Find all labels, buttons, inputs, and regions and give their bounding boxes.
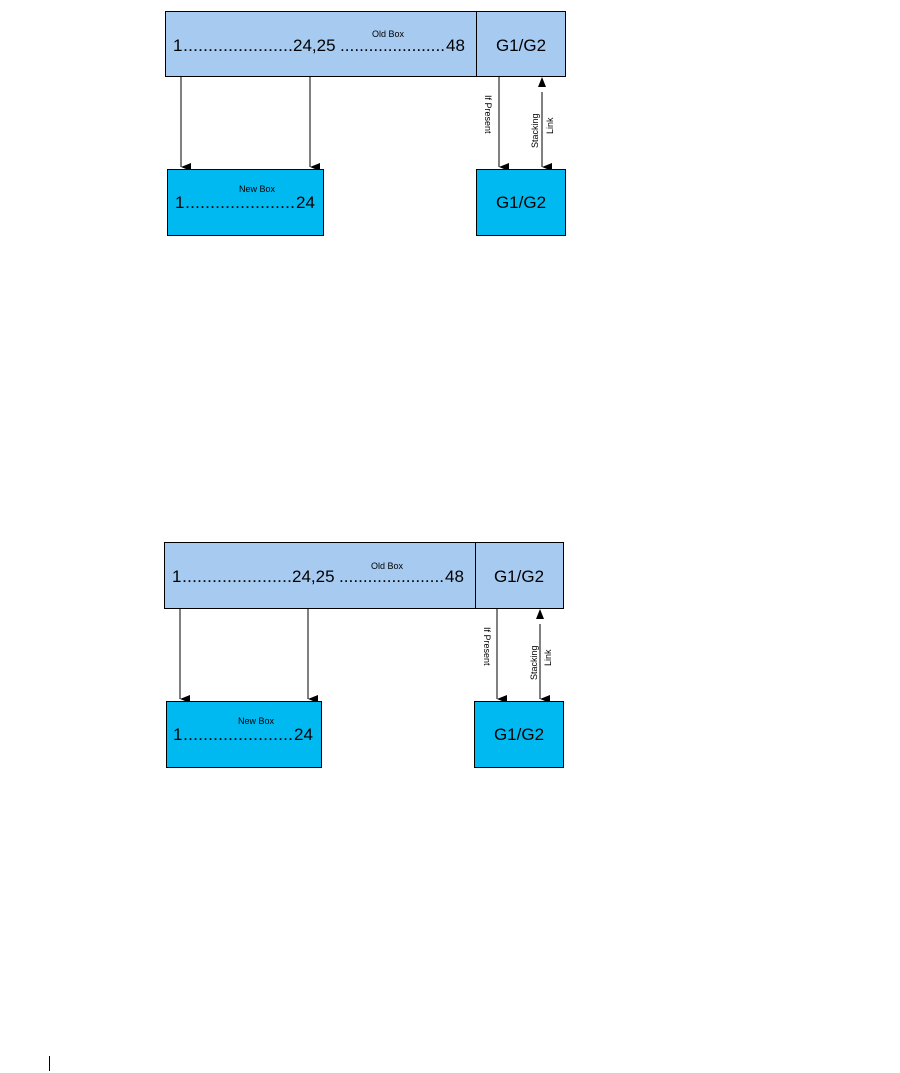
uplink-box-label: G1/G2 xyxy=(494,725,544,744)
stacking-link-arrow-head-up xyxy=(536,609,544,619)
diagram-canvas: 1 ...................... 24,25 .........… xyxy=(164,542,564,768)
stacking-label: Stacking xyxy=(530,113,540,148)
new-box-ports-start: 1 xyxy=(175,193,184,212)
old-box-uplink-label: G1/G2 xyxy=(494,567,544,586)
new-box-title: New Box xyxy=(238,716,275,726)
new-box-ports-dots: ...................... xyxy=(183,725,293,744)
old-box xyxy=(165,11,566,77)
uplink-box xyxy=(476,169,566,236)
old-box-ports-mid: 24,25 xyxy=(292,567,335,586)
link-label: Link xyxy=(545,117,555,134)
new-box-ports-end: 24 xyxy=(296,193,315,212)
old-box-ports-dots-1: ...................... xyxy=(183,36,293,55)
old-box-ports-end: 48 xyxy=(446,36,465,55)
old-box-uplink-label: G1/G2 xyxy=(496,36,546,55)
if-present-label: If Present xyxy=(483,95,493,134)
migration-diagram-2: 1 ...................... 24,25 .........… xyxy=(0,531,900,791)
stacking-link-arrow-head-up xyxy=(538,77,546,87)
old-box xyxy=(164,542,564,609)
new-box-ports-start: 1 xyxy=(173,725,182,744)
new-box xyxy=(167,169,324,236)
old-box-ports-start: 1 xyxy=(172,567,181,586)
new-box xyxy=(166,701,322,768)
page-margin-rule xyxy=(49,1056,50,1071)
if-present-label: If Present xyxy=(482,627,492,666)
old-box-ports-dots-1: ...................... xyxy=(182,567,292,586)
migration-diagram-1: 1 ...................... 24,25 .........… xyxy=(0,0,900,260)
old-box-title: Old Box xyxy=(372,29,405,39)
old-box-ports-dots-2: ...................... xyxy=(339,567,444,586)
old-box-ports-mid: 24,25 xyxy=(293,36,336,55)
diagram-canvas: 1 ...................... 24,25 .........… xyxy=(165,11,566,236)
uplink-box xyxy=(474,701,564,768)
new-box-ports-end: 24 xyxy=(294,725,313,744)
old-box-ports-end: 48 xyxy=(445,567,464,586)
old-box-ports-start: 1 xyxy=(173,36,182,55)
new-box-ports-dots: ...................... xyxy=(185,193,295,212)
new-box-title: New Box xyxy=(239,184,276,194)
uplink-box-label: G1/G2 xyxy=(496,193,546,212)
link-label: Link xyxy=(543,649,553,666)
old-box-ports-dots-2: ...................... xyxy=(340,36,445,55)
stacking-label: Stacking xyxy=(529,645,539,680)
old-box-title: Old Box xyxy=(371,561,404,571)
